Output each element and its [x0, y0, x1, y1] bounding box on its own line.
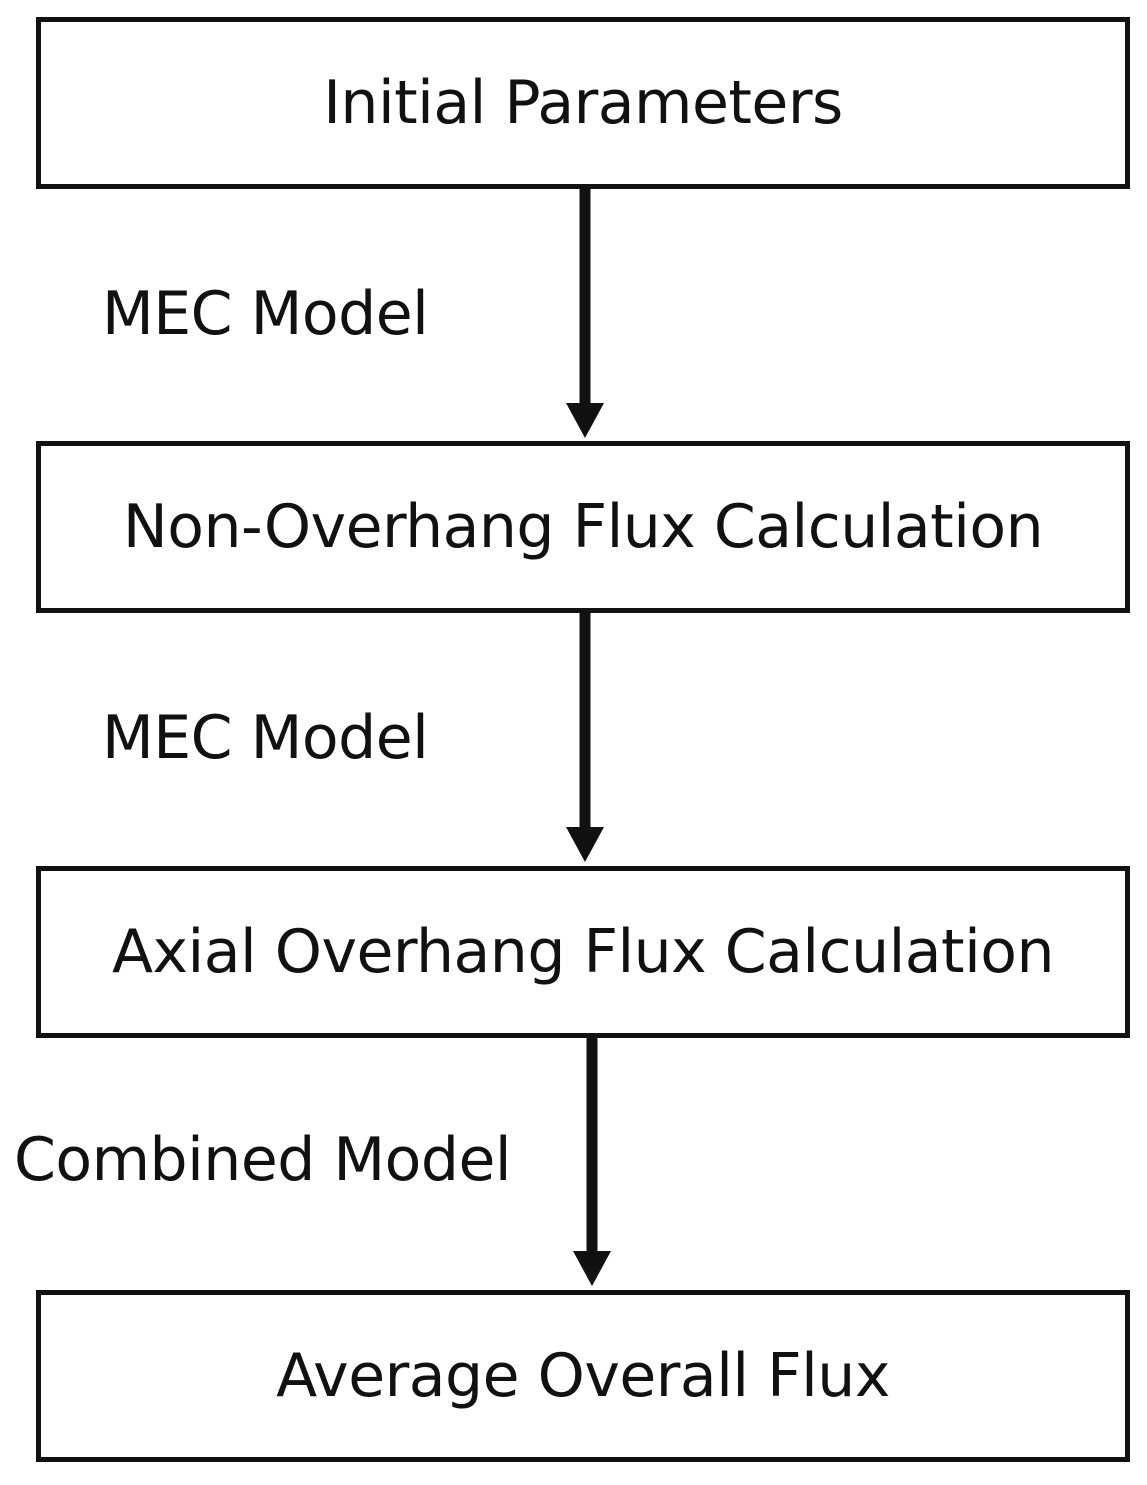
arrow-axial-overhang-to-average: [573, 1038, 611, 1286]
arrow-non-overhang-to-axial-overhang: [566, 613, 604, 862]
edge-label-mec-model: MEC Model: [102, 279, 429, 349]
node-label: Initial Parameters: [323, 68, 843, 138]
node-axial-overhang-flux-calculation: Axial Overhang Flux Calculation: [36, 866, 1130, 1038]
arrow-initial-to-non-overhang: [566, 189, 604, 438]
node-label: Axial Overhang Flux Calculation: [112, 917, 1054, 987]
node-non-overhang-flux-calculation: Non-Overhang Flux Calculation: [36, 441, 1130, 613]
node-label: Average Overall Flux: [276, 1341, 890, 1411]
edge-label-combined-model: Combined Model: [14, 1125, 512, 1195]
node-average-overall-flux: Average Overall Flux: [36, 1290, 1130, 1462]
node-label: Non-Overhang Flux Calculation: [122, 492, 1044, 562]
node-initial-parameters: Initial Parameters: [36, 17, 1130, 189]
edge-label-mec-model: MEC Model: [102, 703, 429, 773]
